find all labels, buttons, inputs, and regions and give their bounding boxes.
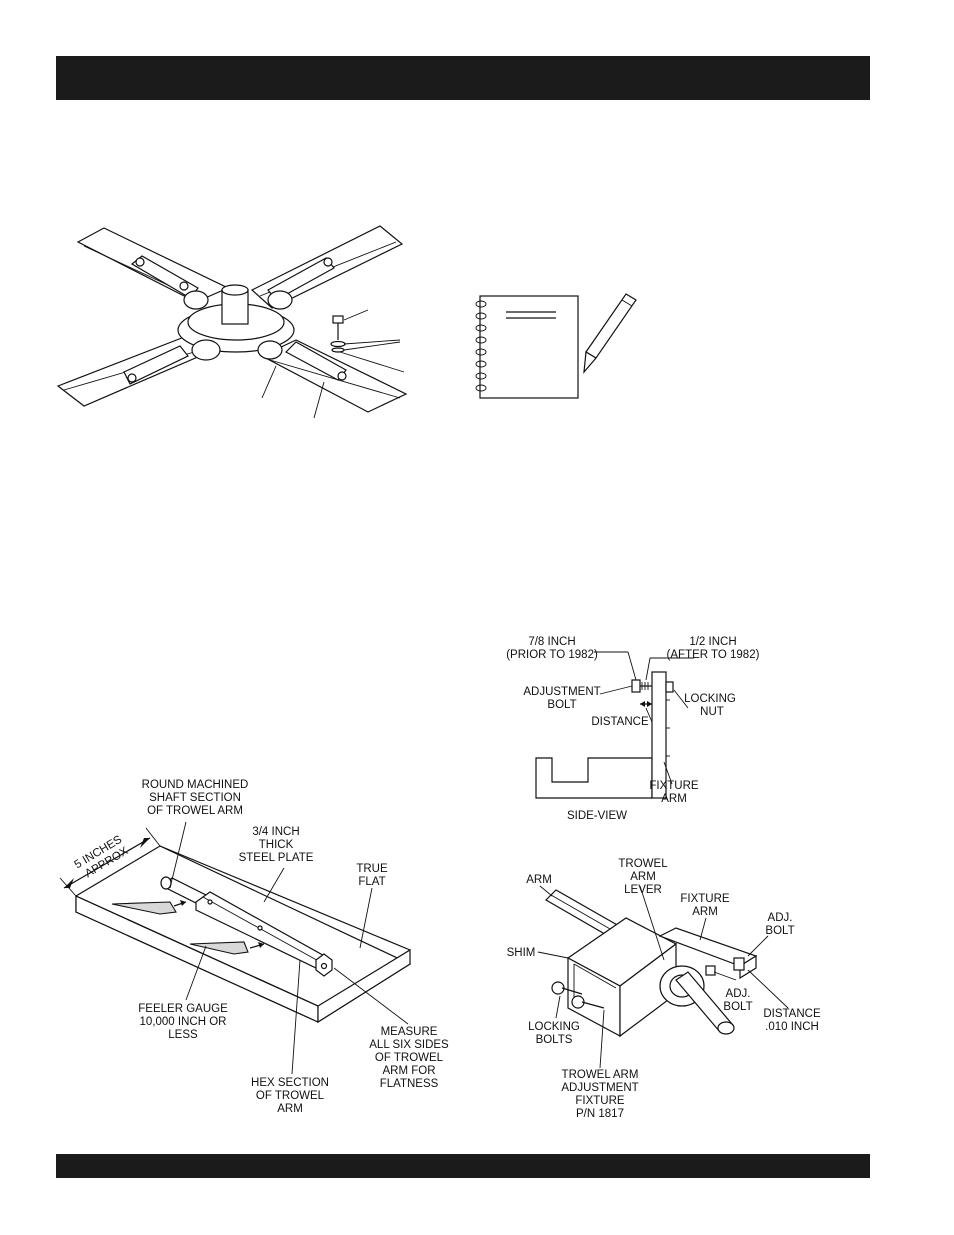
one-half-label: (AFTER TO 1982) [667,649,760,661]
distance-label: .010 INCH [765,1021,819,1033]
measure-label: MEASURE [381,1026,438,1038]
distance-label: DISTANCE [591,716,649,728]
fixture-arm-label: ARM [661,793,687,805]
locking-bolts-label: BOLTS [536,1034,573,1046]
notebook-pencil-icon [475,293,637,399]
fixture-arm-label: FIXTURE [649,780,699,792]
side-view-caption: SIDE-VIEW [567,810,627,822]
hex-section-label: HEX SECTION [251,1077,329,1089]
fixture-name-label: TROWEL ARM [562,1069,639,1081]
shaft-label-line: ROUND MACHINED [142,779,249,791]
measure-label: ALL SIX SIDES [369,1039,449,1051]
one-half-label: 1/2 INCH [689,636,736,648]
adjustment-fixture-illustration [537,885,789,1069]
fixture-name-label: FIXTURE [575,1095,625,1107]
header-bar [56,56,870,100]
fixture-name-label: ADJUSTMENT [561,1082,638,1094]
adj-bolt-label: ADJ. [768,912,793,924]
plate-label-line: 3/4 INCH [252,826,299,838]
distance-label: DISTANCE [763,1008,821,1020]
fixture-arm-label: FIXTURE [680,893,730,905]
plate-label-line: THICK [259,839,294,851]
measure-label: FLATNESS [380,1078,439,1090]
seven-eighths-label: 7/8 INCH [528,636,575,648]
measure-label: ARM FOR [382,1065,435,1077]
shaft-label-line: SHAFT SECTION [149,792,241,804]
flatness-check-illustration [59,821,412,1075]
adj-bolt-label: BOLT [765,925,794,937]
hex-section-label: OF TROWEL [256,1090,325,1102]
adj-bolt-label: ADJ. [726,988,751,1000]
adjustment-bolt-label: ADJUSTMENT [523,686,600,698]
feeler-gauge-label: LESS [168,1029,198,1041]
locking-bolts-label: LOCKING [528,1021,580,1033]
measure-label: OF TROWEL [375,1052,444,1064]
trowel-blade-assembly-illustration [56,225,408,419]
true-flat-label: TRUE [356,863,388,875]
shim-label: SHIM [507,947,536,959]
seven-eighths-label: (PRIOR TO 1982) [506,649,598,661]
adjustment-fixture-labels: ARM TROWEL ARM LEVER FIXTURE ARM ADJ. BO… [507,858,821,1120]
adjustment-bolt-label: BOLT [547,699,576,711]
shaft-label-line: OF TROWEL ARM [147,805,243,817]
trowel-arm-lever-label: LEVER [624,884,662,896]
trowel-arm-lever-label: TROWEL [618,858,668,870]
feeler-gauge-label: FEELER GAUGE [138,1003,228,1015]
side-view-labels: 7/8 INCH (PRIOR TO 1982) 1/2 INCH (AFTER… [506,636,759,822]
locking-nut-label: NUT [700,706,724,718]
arm-label: ARM [526,874,552,886]
footer-bar [56,1154,870,1178]
fixture-arm-label: ARM [692,906,718,918]
plate-label-line: STEEL PLATE [239,852,314,864]
adj-bolt-label: BOLT [723,1001,752,1013]
true-flat-label: FLAT [358,876,385,888]
feeler-gauge-label: 10,000 INCH OR [140,1016,227,1028]
side-view-illustration [535,651,694,799]
hex-section-label: ARM [277,1103,303,1115]
trowel-arm-lever-label: ARM [630,871,656,883]
flatness-check-labels: ROUND MACHINED SHAFT SECTION OF TROWEL A… [73,779,450,1115]
fixture-name-label: P/N 1817 [576,1108,624,1120]
locking-nut-label: LOCKING [684,693,736,705]
